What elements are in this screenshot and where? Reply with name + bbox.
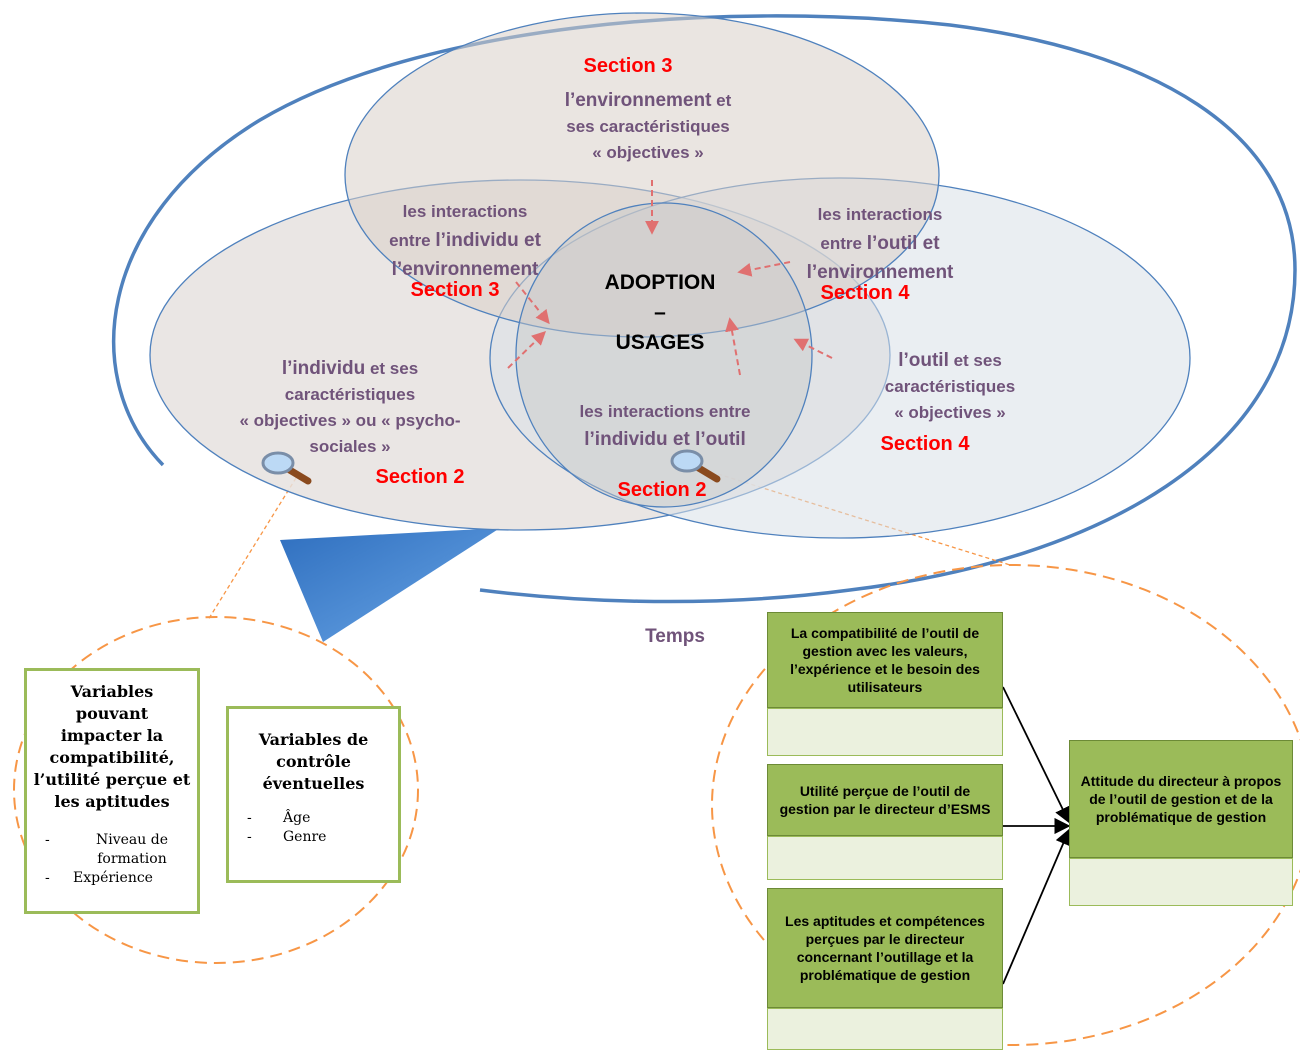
time-cycle-ellipse bbox=[112, 14, 1297, 604]
section-label-left-top: Section 3 bbox=[410, 279, 500, 301]
variables-impact-box: Variables pouvant impacter la compatibil… bbox=[24, 668, 200, 914]
magnifier-icon-left bbox=[261, 451, 312, 485]
list-item: -Âge bbox=[247, 810, 311, 826]
arrow-aptitudes bbox=[1002, 828, 1071, 985]
arrow-from-individu-env bbox=[515, 281, 550, 325]
arrow-from-outil bbox=[793, 338, 833, 359]
list-item: -Genre bbox=[247, 829, 327, 845]
section-label-right-top: Section 4 bbox=[820, 282, 910, 304]
arrow-from-individu bbox=[507, 331, 547, 369]
section-label-left: Section 2 bbox=[375, 466, 465, 488]
aptitudes-box-footer bbox=[767, 1008, 1003, 1050]
label-interactions-outil-env: les interactions entre l’outil et l’envi… bbox=[806, 205, 954, 283]
label-outil: l’outil et ses caractéristiques « object… bbox=[884, 350, 1016, 422]
label-interactions-individu-outil: les interactions entre l’individu et l’o… bbox=[579, 402, 751, 450]
section-label-bottom: Section 2 bbox=[617, 479, 707, 501]
magnifier-icon-right bbox=[670, 449, 721, 483]
time-label: Temps bbox=[645, 626, 705, 647]
label-individu: l’individu et ses caractéristiques « obj… bbox=[239, 358, 461, 456]
left-zoom-line bbox=[207, 477, 297, 621]
attitude-box: Attitude du directeur à propos de l’outi… bbox=[1069, 740, 1293, 858]
compatibilite-box: La compatibilité de l’outil de gestion a… bbox=[767, 612, 1003, 708]
compatibilite-box-footer bbox=[767, 708, 1003, 756]
label-environnement-title: l’environnement bbox=[564, 90, 712, 111]
variables-impact-title: Variables pouvant impacter la compatibil… bbox=[33, 682, 191, 811]
label-environnement: l’environnement et ses caractéristiques … bbox=[564, 90, 732, 162]
utilite-box: Utilité perçue de l’outil de gestion par… bbox=[767, 764, 1003, 836]
arrow-compatibilite bbox=[1002, 686, 1070, 824]
circle-environnement bbox=[344, 12, 940, 338]
section-label-top: Section 3 bbox=[583, 55, 673, 77]
aptitudes-box: Les aptitudes et compétences perçues par… bbox=[767, 888, 1003, 1008]
variables-controle-title: Variables de contrôle éventuelles bbox=[258, 730, 369, 793]
label-interactions-individu-env: les interactions entre l’individu et l’e… bbox=[389, 202, 541, 280]
circle-adoption bbox=[515, 202, 813, 508]
attitude-box-footer bbox=[1069, 858, 1293, 906]
left-zoom-circle bbox=[13, 616, 419, 964]
section-label-right: Section 4 bbox=[880, 433, 970, 455]
list-item: -Niveau de formation bbox=[45, 832, 168, 867]
time-pointer bbox=[280, 528, 500, 642]
list-item: -Expérience bbox=[45, 870, 153, 886]
label-adoption-usages: ADOPTION – USAGES bbox=[604, 271, 716, 354]
variables-controle-box: Variables de contrôle éventuelles -Âge -… bbox=[226, 706, 401, 883]
right-zoom-circle bbox=[711, 564, 1300, 1046]
utilite-box-footer bbox=[767, 836, 1003, 880]
arrow-from-outil-env bbox=[737, 261, 791, 277]
